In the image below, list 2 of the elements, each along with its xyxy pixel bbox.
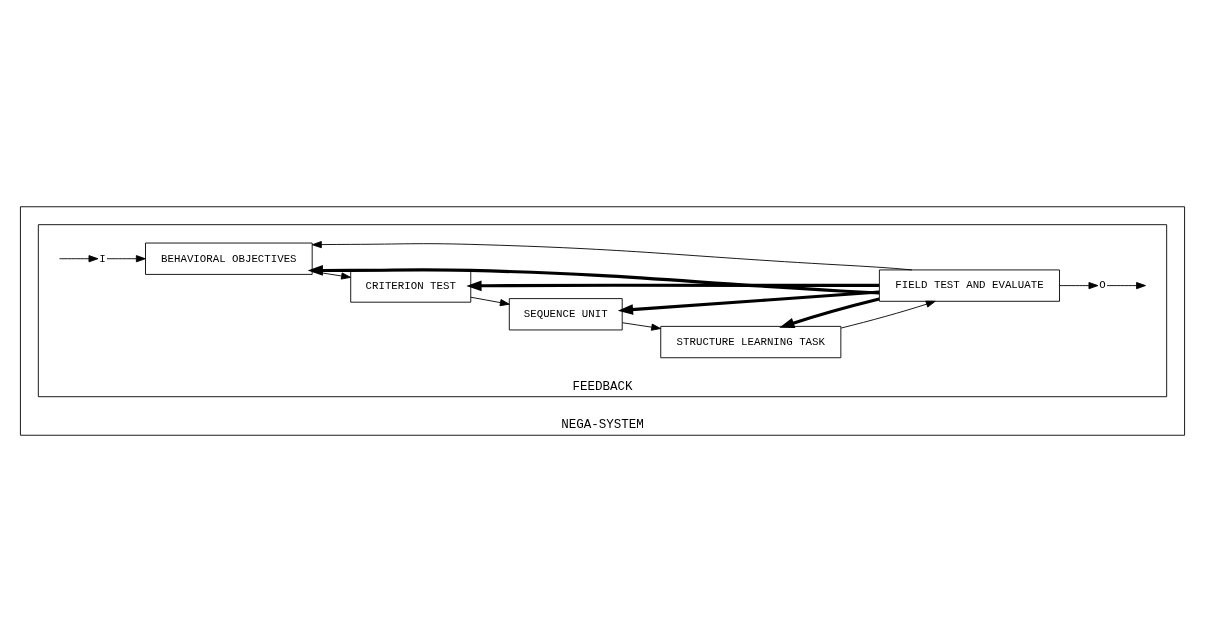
node-text: I bbox=[99, 252, 106, 265]
node-text: O bbox=[1099, 279, 1106, 292]
